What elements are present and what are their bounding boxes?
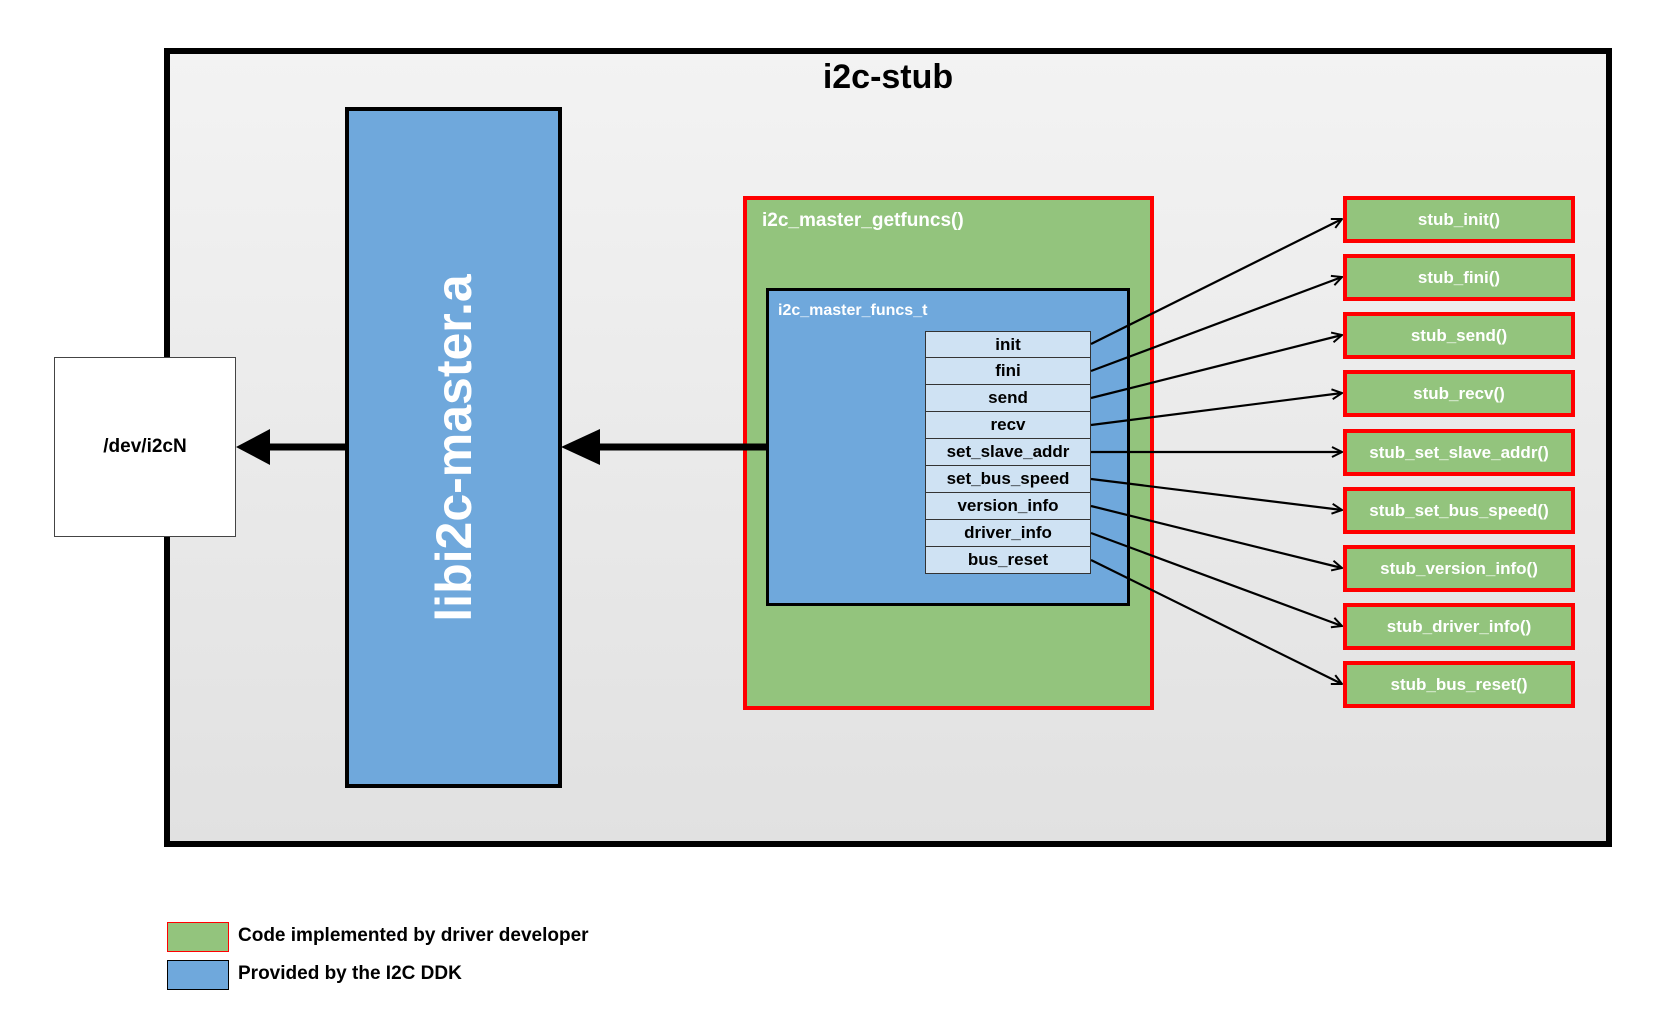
legend-swatch-ddk <box>167 960 229 990</box>
arrow-funcs-to-lib <box>561 429 766 465</box>
connector-send <box>1090 335 1342 400</box>
field-bus-reset: bus_reset <box>925 547 1091 574</box>
legend-label-ddk: Provided by the I2C DDK <box>238 963 462 984</box>
field-init: init <box>925 331 1091 358</box>
field-recv: recv <box>925 412 1091 439</box>
getfuncs-label: i2c_master_getfuncs() <box>762 210 964 231</box>
field-version-info: version_info <box>925 493 1091 520</box>
connector-version-info <box>1090 504 1342 568</box>
stub-bus-reset: stub_bus_reset() <box>1343 661 1575 708</box>
field-set-slave-addr: set_slave_addr <box>925 439 1091 466</box>
funcs-struct-label: i2c_master_funcs_t <box>778 302 928 319</box>
field-to-stub-arrows <box>1090 219 1342 684</box>
legend-label-developer: Code implemented by driver developer <box>238 925 589 946</box>
connector-init <box>1090 219 1342 345</box>
field-send: send <box>925 385 1091 412</box>
diagram-title: i2c-stub <box>822 58 954 96</box>
stub-driver-info: stub_driver_info() <box>1343 603 1575 650</box>
legend-swatch-developer <box>167 922 229 952</box>
field-fini: fini <box>925 358 1091 385</box>
connector-set-bus-speed <box>1090 477 1342 510</box>
stub-set-slave-addr: stub_set_slave_addr() <box>1343 429 1575 476</box>
dev-i2cn-node: /dev/i2cN <box>54 357 236 537</box>
connector-fini <box>1090 277 1342 373</box>
field-driver-info: driver_info <box>925 520 1091 547</box>
stub-version-info: stub_version_info() <box>1343 545 1575 592</box>
connector-bus-reset <box>1090 559 1342 684</box>
arrow-lib-to-dev <box>236 429 345 465</box>
stub-set-bus-speed: stub_set_bus_speed() <box>1343 487 1575 534</box>
field-set-bus-speed: set_bus_speed <box>925 466 1091 493</box>
stub-send: stub_send() <box>1343 312 1575 359</box>
connector-driver-info <box>1090 531 1342 626</box>
connector-recv <box>1090 393 1342 427</box>
stub-init: stub_init() <box>1343 196 1575 243</box>
libi2c-master-block: libi2c-master.a <box>345 107 562 788</box>
stub-fini: stub_fini() <box>1343 254 1575 301</box>
stub-recv: stub_recv() <box>1343 370 1575 417</box>
funcs-field-table: init fini send recv set_slave_addr set_b… <box>925 331 1091 574</box>
